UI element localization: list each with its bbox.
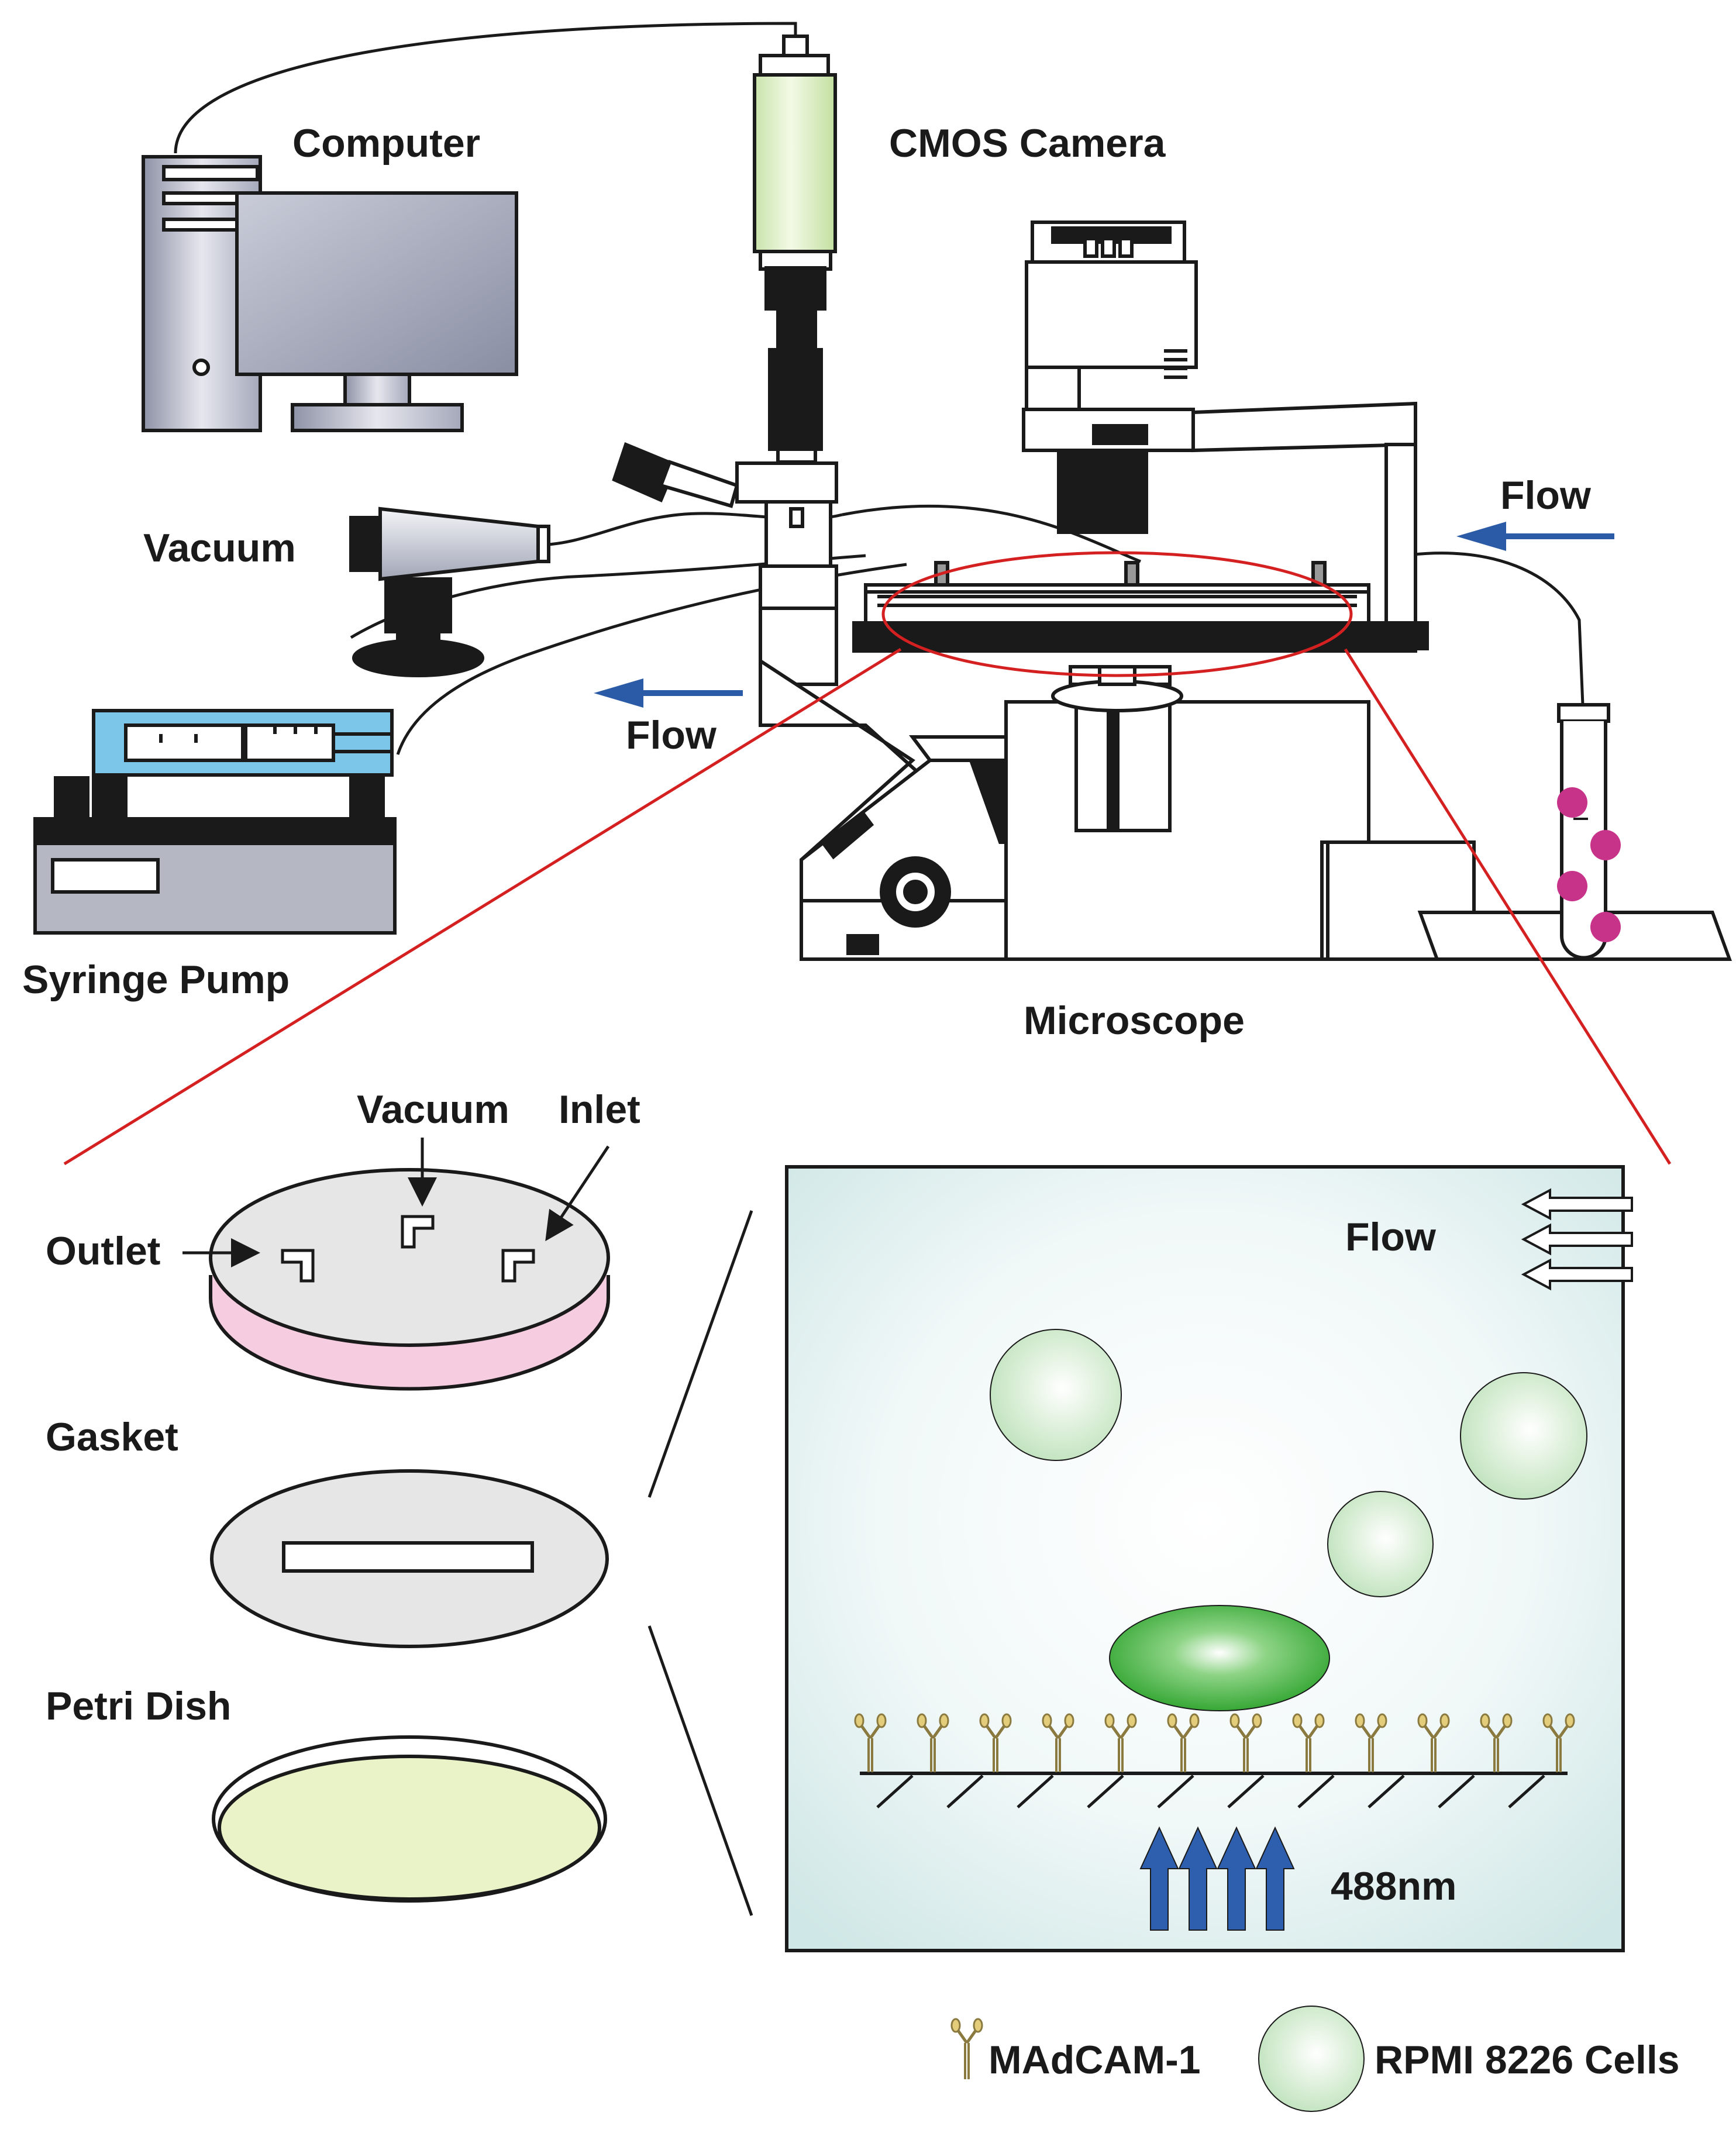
microscope-icon — [612, 220, 1732, 961]
label-vacuum-port: Vacuum — [357, 1087, 509, 1132]
petri-dish-icon — [212, 1735, 607, 1903]
legend-cell-icon — [1258, 2006, 1365, 2112]
flow-chamber-detail — [785, 1165, 1633, 1952]
label-computer: Computer — [292, 121, 480, 166]
zoom-indicator — [63, 551, 1672, 1166]
label-syringe-pump: Syringe Pump — [22, 957, 290, 1002]
port-arrows — [182, 1138, 610, 1267]
legend-rpmi-label: RPMI 8226 Cells — [1375, 2038, 1680, 2082]
flow-arrow-right — [1456, 522, 1614, 551]
label-cmos-camera: CMOS Camera — [889, 121, 1166, 166]
label-flow-left: Flow — [626, 713, 717, 757]
label-flow-right: Flow — [1500, 473, 1592, 518]
laser-arrows — [1139, 1826, 1295, 1931]
vacuum-pump-icon — [349, 507, 550, 677]
label-gasket: Gasket — [46, 1415, 178, 1459]
legend-antibody-icon — [950, 2018, 983, 2079]
legend — [950, 2006, 1365, 2112]
gasket-icon — [210, 1469, 609, 1648]
cmos-camera-icon — [753, 35, 837, 464]
detail-connector — [647, 1210, 753, 1916]
label-laser-wavelength: 488nm — [1331, 1864, 1456, 1908]
label-outlet: Outlet — [46, 1229, 160, 1273]
label-chamber-flow: Flow — [1345, 1215, 1437, 1259]
top-plate-icon — [209, 1168, 610, 1391]
legend-madcam-label: MAdCAM-1 — [988, 2038, 1201, 2082]
test-tube-icon — [1557, 703, 1621, 960]
label-vacuum: Vacuum — [143, 526, 296, 570]
label-petri-dish: Petri Dish — [46, 1684, 231, 1728]
computer-icon — [142, 155, 518, 432]
label-inlet: Inlet — [559, 1087, 640, 1132]
chamber-flow-arrows — [1521, 1188, 1633, 1291]
flow-arrow-left — [594, 678, 743, 708]
label-microscope: Microscope — [1024, 998, 1245, 1043]
syringe-pump-icon — [33, 709, 397, 935]
